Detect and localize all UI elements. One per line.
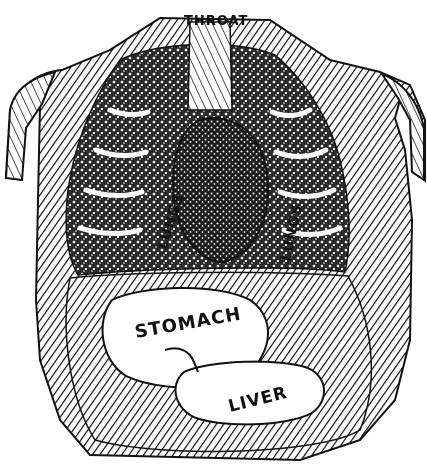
trachea [188, 22, 232, 110]
label-throat: THROAT [184, 14, 248, 29]
heart [173, 118, 268, 262]
